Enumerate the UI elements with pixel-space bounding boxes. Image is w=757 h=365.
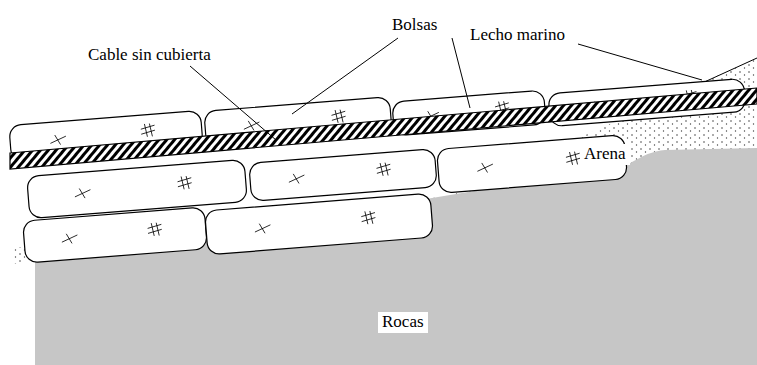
part-label: Cable sin cubierta (88, 46, 211, 65)
part-label: Bolsas (392, 16, 437, 35)
bare-cable (10, 88, 757, 169)
part-label: Lecho marino (470, 26, 565, 45)
leader-line (292, 38, 398, 114)
leader-line (452, 38, 470, 108)
sand-bag (23, 207, 208, 263)
sand-bag (205, 193, 434, 255)
part-label: Rocas (378, 312, 428, 333)
sand-bag (249, 149, 437, 201)
leader-line (190, 66, 276, 140)
leader-line (578, 44, 702, 80)
sand-bag (27, 160, 248, 219)
part-label: Arena (580, 144, 630, 165)
